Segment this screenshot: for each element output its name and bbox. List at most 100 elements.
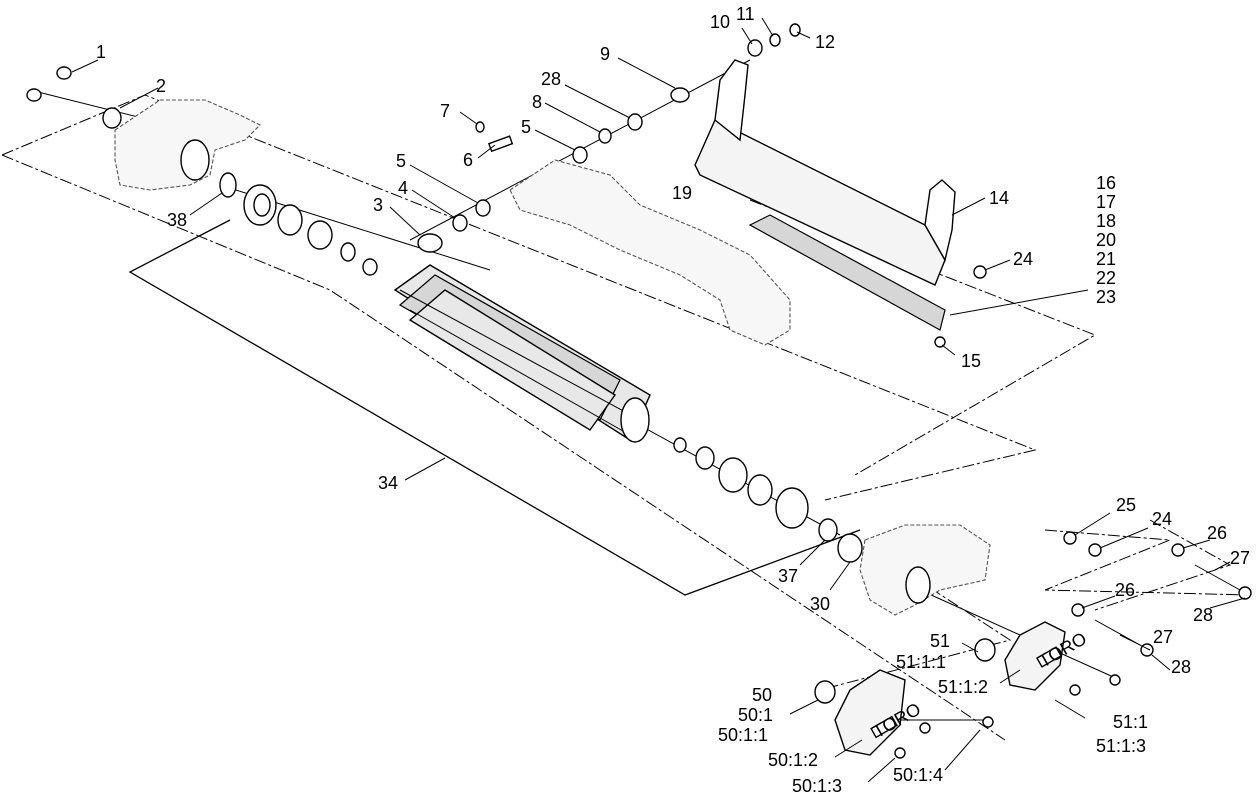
- callout-6: 6: [463, 150, 473, 170]
- upper-left-outline: [1, 94, 1037, 501]
- seal-b: [307, 220, 333, 250]
- washer-26b: [1071, 603, 1085, 617]
- bushing-5a: [475, 199, 491, 217]
- callout-20: 20: [1096, 230, 1116, 250]
- callout-26a: 26: [1207, 523, 1227, 543]
- bolt-1a: [56, 66, 72, 80]
- leader-lines: [71, 17, 1246, 783]
- callout-9: 9: [600, 44, 610, 64]
- callout-12: 12: [815, 32, 835, 52]
- callout-2: 2: [156, 76, 166, 96]
- callout-5a: 5: [396, 151, 406, 171]
- callout-34: 34: [378, 473, 398, 493]
- washer-24a: [973, 265, 987, 279]
- o-ring-50: [814, 680, 836, 704]
- cover-50: [834, 669, 906, 756]
- callout-30: 30: [810, 594, 830, 614]
- callout-3: 3: [373, 195, 383, 215]
- callout-24a: 24: [1013, 249, 1033, 269]
- callout-19: 19: [672, 183, 692, 203]
- callout-51-1-3: 51:1:3: [1096, 736, 1146, 756]
- nut-28b: [1238, 586, 1252, 600]
- callout-4: 4: [398, 178, 408, 198]
- bearing-38: [219, 172, 237, 198]
- callout-18: 18: [1096, 211, 1116, 231]
- callout-50-1: 50:1: [738, 705, 773, 725]
- bolt-25: [1063, 531, 1077, 545]
- callout-27a: 27: [1230, 548, 1250, 568]
- o-ring-30: [837, 533, 863, 563]
- bedbar-arm-left: [714, 59, 749, 142]
- callout-51-1: 51:1: [1113, 712, 1148, 732]
- callout-11: 11: [736, 4, 755, 24]
- callout-10: 10: [710, 12, 730, 32]
- right-hardware: [673, 265, 1252, 704]
- washer-24b: [1088, 543, 1102, 557]
- seal-a: [277, 204, 303, 236]
- ring-a: [340, 242, 356, 262]
- callout-17: 17: [1096, 192, 1116, 212]
- callout-50: 50: [752, 685, 772, 705]
- bushing-5b: [572, 146, 588, 164]
- washer-10: [747, 39, 763, 57]
- callout-8: 8: [532, 92, 542, 112]
- callout-28c: 28: [1171, 657, 1191, 677]
- shaft-9: [670, 87, 690, 103]
- callout-labels: 1 2 3 4 5 5 6 7 8 28 9 10 11 12 14 15 16…: [96, 4, 1250, 796]
- reel-assembly-outline: [128, 219, 861, 596]
- right-bedknife-outline: [749, 199, 1097, 476]
- nut-15: [934, 336, 946, 348]
- thrust-bearing: [718, 457, 748, 493]
- reel: [393, 264, 651, 443]
- callout-25: 25: [1116, 495, 1136, 515]
- screw-7: [475, 121, 485, 133]
- callout-38: 38: [167, 210, 187, 230]
- counterweight-covers: TORO TORO: [834, 621, 1121, 759]
- callout-37: 37: [778, 566, 798, 586]
- callout-50-1-1: 50:1:1: [718, 725, 768, 745]
- cover-51: [1004, 621, 1066, 691]
- shaft-3: [417, 233, 443, 253]
- washer-26a: [1171, 543, 1185, 557]
- bedbar-arm-right: [924, 179, 956, 262]
- callout-50-1-2: 50:1:2: [768, 750, 818, 770]
- callout-7: 7: [440, 101, 450, 121]
- spacer-a: [362, 258, 378, 276]
- ring-4: [452, 214, 468, 232]
- o-ring-51: [974, 638, 996, 662]
- callout-5b: 5: [521, 117, 531, 137]
- callout-51-1-2: 51:1:2: [938, 677, 988, 697]
- nut-28: [627, 113, 643, 131]
- bedknife: [748, 214, 946, 331]
- frame: [509, 159, 791, 346]
- left-hardware: [26, 66, 378, 276]
- left-bearing-housing: [180, 139, 210, 181]
- right-bearing-housing: [905, 566, 931, 604]
- callout-1: 1: [96, 42, 106, 62]
- washer-8: [598, 128, 612, 144]
- callout-50-1-3: 50:1:3: [792, 776, 842, 796]
- o-ring-2: [102, 107, 122, 129]
- callout-27b: 27: [1153, 627, 1173, 647]
- cover-outline: [1094, 519, 1232, 611]
- callout-23: 23: [1096, 287, 1116, 307]
- nut-11: [769, 33, 781, 47]
- callout-22: 22: [1096, 268, 1116, 288]
- callout-21: 21: [1096, 249, 1116, 269]
- bolt-1b: [26, 88, 42, 102]
- bearing-37: [818, 518, 838, 542]
- callout-50-1-4: 50:1:4: [893, 765, 943, 785]
- callout-51-1-1: 51:1:1: [896, 652, 946, 672]
- cap-12: [789, 23, 801, 37]
- plate-6: [487, 135, 514, 153]
- nut-28c: [1140, 643, 1154, 657]
- callout-14: 14: [989, 188, 1009, 208]
- callout-28b: 28: [1193, 605, 1213, 625]
- callout-16: 16: [1096, 173, 1116, 193]
- callout-26b: 26: [1115, 580, 1135, 600]
- callout-28a: 28: [541, 69, 561, 89]
- callout-51: 51: [930, 631, 950, 651]
- callout-15: 15: [961, 351, 981, 371]
- callout-24b: 24: [1152, 509, 1172, 529]
